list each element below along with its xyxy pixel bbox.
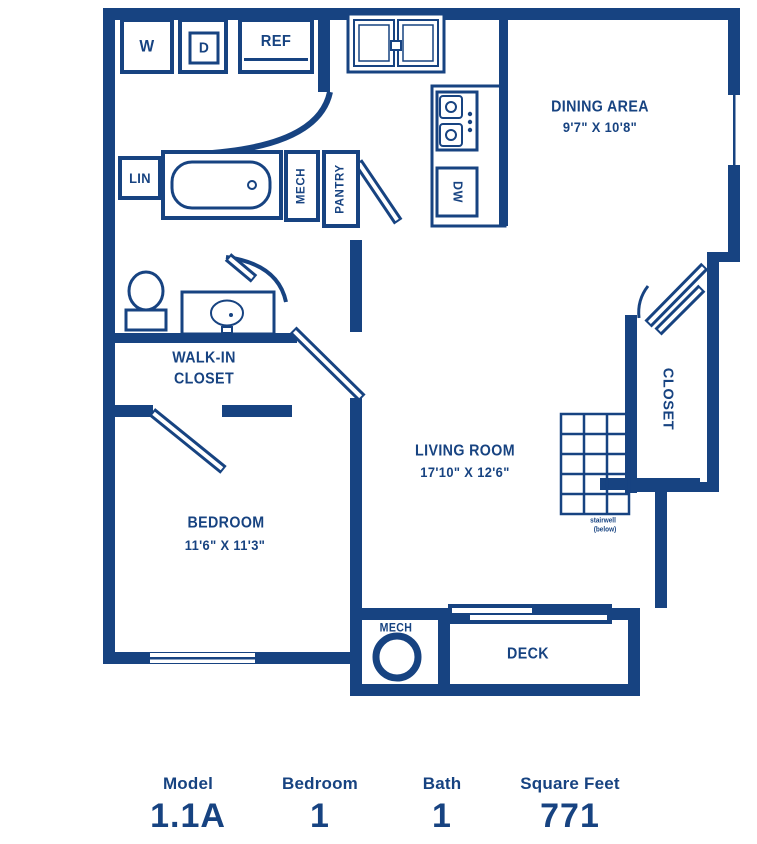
mech-upper-label: MECH [295,167,308,205]
stat-sqft-value: 771 [540,797,600,835]
water-heater [372,632,422,682]
vanity-sink [180,290,276,336]
pantry-box [322,150,360,228]
stat-bath-value: 1 [432,797,452,835]
stat-bedroom: Bedroom 1 [282,774,358,836]
toilet [124,270,168,332]
kitchen-sink [346,12,446,74]
walkin-closet-label-line1: WALK-IN [172,349,236,367]
washer-label: W [139,36,155,56]
dining-room-name: DINING AREA [551,98,649,116]
stat-bath: Bath 1 [423,774,462,836]
linen-label: LIN [129,170,151,186]
entry-closet-label: CLOSET [659,367,676,431]
bedroom-door-leaf [289,326,366,402]
bath-door-leaf [224,253,258,283]
deck-label: DECK [507,645,549,663]
dryer-box [178,18,228,74]
stat-bath-label: Bath [422,774,462,793]
kitchen-counter [430,84,507,228]
fridge-box [238,18,314,74]
dryer-label: D [198,39,210,57]
entry-door-leaf-outer [644,262,709,328]
linen-closet-box [118,156,162,200]
bedroom-name: BEDROOM [187,514,265,532]
stat-model: Model 1.1A [150,774,226,836]
stat-sqft: Square Feet 771 [520,774,620,836]
laundry-door-arc [195,91,333,157]
walkin-closet-door-leaf [148,408,227,474]
stair-note-line1: stairwell [590,517,616,525]
bedroom-dims: 11'6" X 11'3" [184,537,266,553]
entry-door-leaf-inner [654,284,706,336]
dishwasher-box [435,166,479,218]
stair-note-line2: (below) [593,526,617,534]
stat-sqft-label: Square Feet [520,774,620,793]
stove [435,90,479,152]
washer-box [120,18,174,74]
stat-model-label: Model [162,774,214,793]
walkin-closet-label-line2: CLOSET [173,370,235,388]
fridge-label: REF [260,33,292,50]
stat-bedroom-label: Bedroom [281,774,359,793]
living-room-name: LIVING ROOM [415,442,515,460]
window-dining [727,95,741,165]
stairs [559,412,631,516]
stat-model-value: 1.1A [150,797,226,835]
bathtub [161,150,283,220]
pantry-door-leaf [353,159,403,225]
pantry-label: PANTRY [334,164,347,214]
dining-room-dims: 9'7" X 10'8" [562,119,638,135]
living-room-dims: 17'10" X 12'6" [420,464,510,480]
entry-door-arc [637,285,650,319]
window-bedroom [150,653,255,663]
stat-bedroom-value: 1 [310,797,330,835]
dishwasher-label: DW [450,180,465,204]
sliding-glass-door [448,604,612,624]
mech-closet-box [284,150,320,222]
mech-lower-label: MECH [379,622,413,635]
